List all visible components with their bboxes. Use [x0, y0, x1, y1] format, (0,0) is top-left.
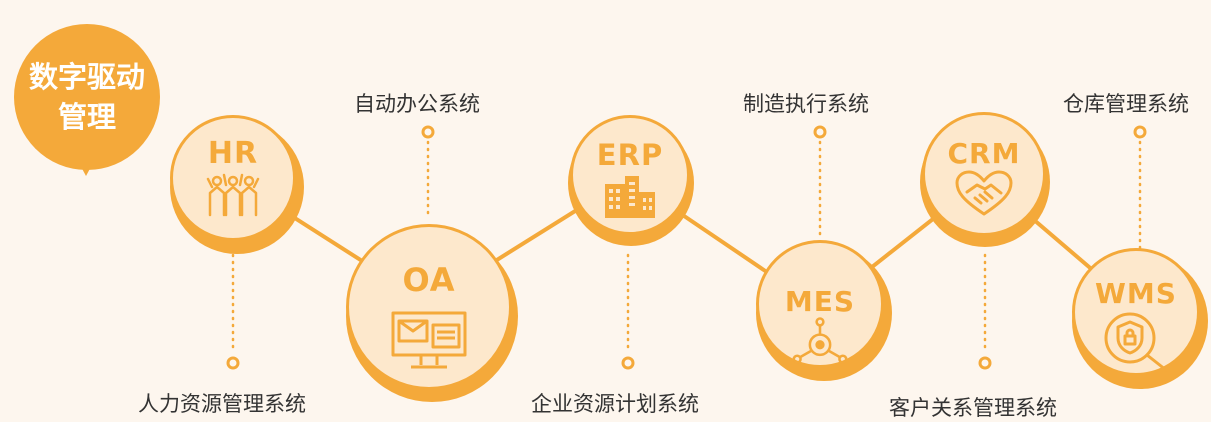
badge-line-2: 管理	[57, 100, 116, 134]
handshake-heart-icon	[955, 170, 1013, 216]
endpoint-hr	[226, 356, 240, 370]
label-crm: 客户关系管理系统	[889, 396, 1057, 420]
node-mes: MES	[756, 240, 892, 381]
node-erp: ERP	[568, 115, 694, 246]
label-erp: 企业资源计划系统	[531, 392, 699, 416]
badge-pointer	[72, 150, 100, 176]
team-people-icon	[206, 173, 260, 217]
computer-monitor-icon	[391, 311, 467, 369]
endpoint-erp	[621, 356, 635, 370]
node-wms-title: WMS	[1095, 277, 1177, 310]
endpoint-mes	[813, 125, 827, 139]
endpoint-crm	[978, 356, 992, 370]
node-wms: WMS	[1072, 248, 1208, 389]
badge-line-1: 数字驱动	[28, 60, 145, 94]
hub-network-icon	[792, 317, 848, 364]
node-hr: HR	[170, 115, 304, 254]
node-crm-title: CRM	[947, 137, 1021, 170]
shield-magnifier-icon	[1104, 312, 1168, 372]
label-wms: 仓库管理系统	[1063, 92, 1189, 116]
topic-badge: 数字驱动 管理	[14, 24, 160, 170]
node-erp-title: ERP	[596, 138, 664, 172]
node-oa-title: OA	[402, 261, 456, 299]
node-hr-title: HR	[207, 136, 259, 171]
label-oa: 自动办公系统	[354, 92, 480, 116]
node-crm: CRM	[920, 112, 1050, 247]
endpoint-oa	[421, 125, 435, 139]
label-hr: 人力资源管理系统	[138, 392, 306, 416]
node-mes-title: MES	[784, 285, 856, 318]
label-mes: 制造执行系统	[743, 92, 869, 116]
node-oa: OA	[346, 224, 518, 402]
endpoint-wms	[1133, 125, 1147, 139]
buildings-icon	[605, 176, 655, 218]
